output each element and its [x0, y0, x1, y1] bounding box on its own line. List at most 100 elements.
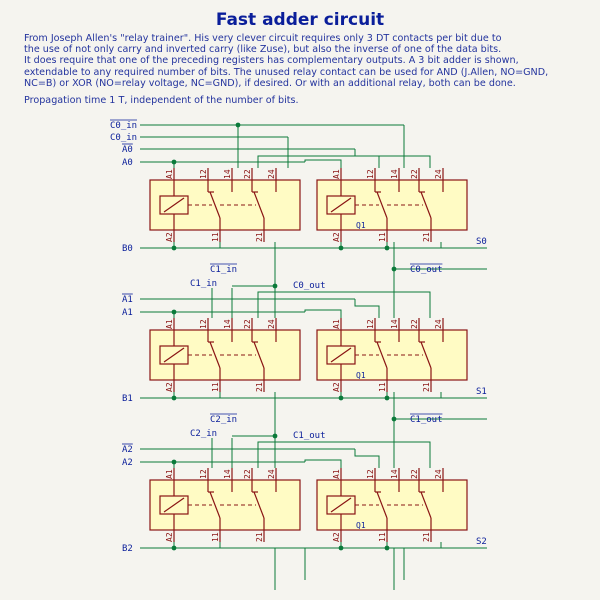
a-to-coil-b [304, 459, 342, 468]
pin-label: 11 [211, 532, 220, 542]
s-label: S0 [476, 237, 487, 247]
relay-1-a [149, 318, 301, 392]
c-in-label: C1_in [190, 279, 217, 289]
relay-0-a [149, 168, 301, 242]
contact-blade [376, 491, 388, 519]
pin-label: 12 [199, 169, 208, 179]
pin-label: 11 [211, 232, 220, 242]
pin-label: A2 [165, 532, 174, 542]
coil-slash [163, 347, 185, 363]
relay-0-b [316, 168, 468, 242]
b-label: B1 [122, 394, 133, 404]
pin-label: 12 [199, 319, 208, 329]
description-line: From Joseph Allen's "relay trainer". His… [24, 33, 502, 44]
junction-dot [384, 245, 390, 251]
pin-label: 12 [366, 469, 375, 479]
a-bar-route [354, 449, 380, 468]
pin-label: 14 [390, 469, 399, 479]
coil-slash [163, 197, 185, 213]
c-label: C0_in [110, 133, 137, 143]
relay-body [316, 329, 468, 381]
contact-blade [376, 341, 388, 369]
xor-loop [257, 291, 431, 318]
c-bar-label: C0_in [110, 121, 137, 131]
pin-label: 14 [223, 319, 232, 329]
a-label: A2 [122, 458, 133, 468]
relay-body [149, 329, 301, 381]
relay-2-b [316, 468, 468, 542]
s-label: S2 [476, 537, 487, 547]
pin-label: A2 [332, 382, 341, 392]
pin-label: 12 [366, 169, 375, 179]
pin-label: 24 [267, 469, 276, 479]
pin-label: 22 [410, 319, 419, 329]
pin-label: 24 [267, 319, 276, 329]
contact-blade [376, 191, 388, 219]
c-bar-in-label: C2_in [210, 415, 237, 425]
b-label: B0 [122, 244, 133, 254]
coil-slash [163, 497, 185, 513]
junction-dot [171, 395, 177, 401]
junction-dot [338, 395, 344, 401]
pin-label: A1 [332, 319, 341, 329]
a-bar-label: A1 [122, 295, 133, 305]
relay-q-label: Q1 [356, 221, 366, 230]
a-label: A1 [122, 308, 133, 318]
relay-q-label: Q1 [356, 521, 366, 530]
relay-body [316, 179, 468, 231]
c-in-label: C2_in [190, 429, 217, 439]
relay-2-a [149, 468, 301, 542]
contact-blade [253, 191, 265, 219]
s-label: S1 [476, 387, 487, 397]
pin-label: 14 [223, 169, 232, 179]
description: From Joseph Allen's "relay trainer". His… [24, 33, 584, 89]
pin-label: 22 [243, 169, 252, 179]
pin-label: 12 [199, 469, 208, 479]
relay-body [149, 179, 301, 231]
pin-label: A1 [165, 319, 174, 329]
pin-label: A1 [332, 169, 341, 179]
junction-dot [338, 545, 344, 551]
coil-slash [330, 347, 352, 363]
wires [140, 122, 487, 590]
pin-label: A2 [165, 382, 174, 392]
pin-label: 22 [410, 169, 419, 179]
carry-out-label: C1_out [293, 431, 326, 441]
junction-dot [338, 245, 344, 251]
coil-slash [330, 197, 352, 213]
junction-dot [384, 545, 390, 551]
relay-1-b [316, 318, 468, 392]
xor-loop [257, 155, 431, 168]
carry-out-label: C0_out [293, 281, 326, 291]
page-title: Fast adder circuit [215, 10, 385, 30]
pin-label: 22 [243, 469, 252, 479]
pin-label: 11 [378, 382, 387, 392]
description-line: It does require that one of the precedin… [24, 55, 519, 67]
pin-label: 21 [422, 232, 431, 242]
relay-body [149, 479, 301, 531]
pin-label: A1 [332, 469, 341, 479]
pin-label: 11 [378, 532, 387, 542]
pin-label: 12 [366, 319, 375, 329]
contact-blade [209, 341, 221, 369]
relay-q-label: Q1 [356, 371, 366, 380]
pin-label: A1 [165, 169, 174, 179]
pin-label: A2 [332, 232, 341, 242]
pin-label: 14 [223, 469, 232, 479]
junction-dot [384, 395, 390, 401]
pin-label: 24 [434, 469, 443, 479]
propagation-note: Propagation time 1 T, independent of the… [24, 95, 299, 106]
contact-blade [420, 341, 432, 369]
pin-label: A1 [165, 469, 174, 479]
pin-label: 21 [255, 382, 264, 392]
contact-blade [253, 341, 265, 369]
relays [149, 168, 468, 542]
pin-label: 21 [422, 382, 431, 392]
relay-body [316, 479, 468, 531]
coil-slash [330, 497, 352, 513]
pin-label: 14 [390, 169, 399, 179]
description-line: the use of not only carry and inverted c… [24, 44, 502, 56]
c-bar-in-label: C1_in [210, 265, 237, 275]
